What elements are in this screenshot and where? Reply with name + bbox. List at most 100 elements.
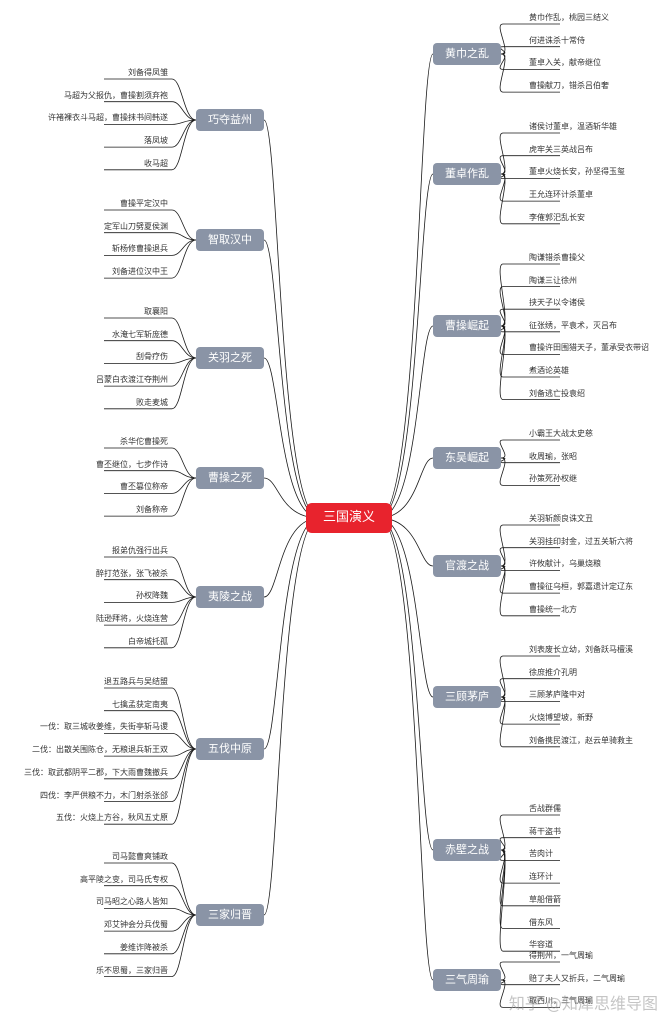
- leaf-topic[interactable]: 曹丕篡位称帝: [120, 482, 168, 492]
- leaf-topic[interactable]: 挟天子以令诸侯: [529, 298, 585, 308]
- leaf-topic[interactable]: 王允连环计杀董卓: [529, 190, 593, 200]
- leaf-topic[interactable]: 孙权降魏: [136, 591, 168, 601]
- leaf-topic[interactable]: 得荆州，一气周瑜: [529, 951, 593, 960]
- topic-right-2[interactable]: 曹操崛起: [433, 315, 501, 337]
- leaf-topic[interactable]: 高平陵之变，司马氏专权: [80, 874, 168, 884]
- leaf-topic[interactable]: 斩杨修曹操退兵: [112, 244, 168, 254]
- leaf-topic[interactable]: 报弟仇强行出兵: [112, 546, 168, 555]
- leaf-link-left-2-0: [104, 317, 197, 359]
- leaf-topic[interactable]: 煮酒论英雄: [529, 366, 569, 375]
- topic-right-5[interactable]: 三顾茅庐: [433, 686, 501, 708]
- leaf-topic[interactable]: 刘备进位汉中王: [112, 267, 168, 277]
- topic-left-4[interactable]: 夷陵之战: [196, 586, 264, 608]
- leaf-topic[interactable]: 孙策死孙权继: [529, 474, 577, 484]
- leaf-topic[interactable]: 草船借箭: [529, 894, 561, 904]
- leaf-topic[interactable]: 蒋干盗书: [529, 826, 561, 836]
- leaf-topic[interactable]: 一伐：取三城收姜维，失街亭斩马谡: [40, 722, 168, 732]
- leaf-topic[interactable]: 曹操统一北方: [529, 604, 577, 614]
- topic-left-0[interactable]: 巧夺益州: [196, 109, 264, 131]
- leaf-topic[interactable]: 二伐：出散关围陈仓，无粮退兵斩王双: [32, 745, 168, 755]
- leaf-topic[interactable]: 何进诛杀十常侍: [529, 35, 585, 45]
- leaf-topic[interactable]: 邓艾钟会分兵伐蜀: [104, 920, 168, 930]
- central-topic[interactable]: 三国演义: [306, 503, 392, 533]
- leaf-topic[interactable]: 取襄阳: [144, 307, 168, 316]
- topic-right-1[interactable]: 董卓作乱: [433, 163, 501, 185]
- leaf-topic[interactable]: 五伐：火烧上方谷，秋风五丈原: [56, 813, 168, 823]
- watermark: 知乎 @知犀思维导图: [508, 994, 658, 1013]
- leaf-topic[interactable]: 取西川，三气周瑜: [529, 996, 593, 1006]
- leaf-topic[interactable]: 董卓火烧长安，孙坚得玉玺: [529, 167, 625, 177]
- topic-left-2[interactable]: 关羽之死: [196, 347, 264, 369]
- leaf-topic[interactable]: 连环计: [529, 872, 553, 882]
- leaf-topic[interactable]: 马超为父报仇，曹操割须弃袍: [64, 90, 168, 100]
- leaf-topic[interactable]: 关羽斩颜良诛文丑: [529, 514, 593, 523]
- topic-right-0[interactable]: 黄巾之乱: [433, 43, 501, 65]
- leaf-topic[interactable]: 黄巾作乱，桃园三结义: [529, 13, 609, 22]
- topic-left-6[interactable]: 三家归晋: [196, 904, 264, 926]
- leaf-topic[interactable]: 李傕郭汜乱长安: [529, 212, 585, 222]
- leaf-topic[interactable]: 刘备逃亡投袁绍: [529, 388, 585, 398]
- leaf-topic[interactable]: 舌战群儒: [529, 804, 561, 813]
- leaf-link-right-1-1: [499, 155, 560, 175]
- leaf-topic[interactable]: 七擒孟获定南夷: [112, 699, 168, 709]
- leaf-topic[interactable]: 刘备称帝: [136, 505, 168, 515]
- leaf-topic[interactable]: 许攸献计，乌巢烧粮: [529, 559, 601, 569]
- leaf-link-right-1-0: [499, 132, 560, 175]
- leaf-topic[interactable]: 吕蒙白衣渡江夺荆州: [96, 375, 168, 385]
- topic-right-3[interactable]: 东吴崛起: [433, 447, 501, 469]
- leaf-topic[interactable]: 徐庶推介孔明: [529, 667, 577, 677]
- leaf-topic[interactable]: 陶谦错杀曹操父: [529, 253, 585, 262]
- leaf-topic[interactable]: 水淹七军斩庞德: [112, 329, 168, 339]
- leaf-topic[interactable]: 虎牢关三英战吕布: [529, 144, 593, 154]
- branch-link-left-0: [263, 119, 320, 519]
- leaf-topic[interactable]: 刮骨疗伤: [136, 352, 168, 362]
- leaf-topic[interactable]: 收马超: [144, 158, 168, 168]
- leaf-topic[interactable]: 火烧博望坡，新野: [529, 713, 593, 723]
- topic-right-7[interactable]: 三气周瑜: [433, 969, 501, 991]
- leaf-topic[interactable]: 刘备得凤雏: [128, 68, 168, 77]
- leaf-topic[interactable]: 收周瑜，张昭: [529, 451, 577, 461]
- leaf-topic[interactable]: 曹操征乌桓，郭嘉遗计定辽东: [529, 582, 633, 592]
- leaf-topic[interactable]: 诸侯讨董卓，温酒斩华雄: [529, 122, 617, 131]
- leaf-topic[interactable]: 司马懿曹爽铺政: [112, 852, 168, 861]
- topic-left-3[interactable]: 曹操之死: [196, 467, 264, 489]
- leaf-topic[interactable]: 征张绣，平袁术，灭吕布: [529, 320, 617, 330]
- leaf-topic[interactable]: 杀华佗曹操死: [120, 437, 168, 446]
- leaf-link-left-0-1: [104, 101, 197, 121]
- leaf-topic[interactable]: 曹操许田围猎天子，董承受衣带诏: [529, 343, 649, 353]
- leaf-topic[interactable]: 姜维诈降被杀: [120, 942, 168, 952]
- leaf-topic[interactable]: 退五路兵与吴结盟: [104, 677, 168, 686]
- leaf-topic[interactable]: 曹操平定汉中: [120, 199, 168, 208]
- leaf-topic[interactable]: 败走麦城: [136, 397, 168, 407]
- topic-right-4[interactable]: 官渡之战: [433, 555, 501, 577]
- leaf-topic[interactable]: 刘表废长立幼，刘备跃马檀溪: [529, 645, 633, 654]
- leaf-topic[interactable]: 白帝城托孤: [128, 636, 168, 646]
- leaf-topic[interactable]: 苦肉计: [529, 849, 553, 859]
- leaf-topic[interactable]: 乐不思蜀，三家归晋: [96, 965, 168, 975]
- leaf-topic[interactable]: 三伐：取武都阴平二郡，下大雨曹魏撤兵: [24, 767, 168, 777]
- leaf-topic[interactable]: 许褚裸衣斗马超，曹操抹书间韩遂: [48, 113, 168, 123]
- topic-right-6[interactable]: 赤壁之战: [433, 839, 501, 861]
- leaf-topic[interactable]: 刘备携民渡江，赵云单骑救主: [529, 735, 633, 745]
- leaf-topic[interactable]: 赔了夫人又折兵，二气周瑜: [529, 973, 625, 983]
- leaf-topic[interactable]: 醉打范张，张飞被杀: [96, 568, 168, 578]
- topic-left-1[interactable]: 智取汉中: [196, 229, 264, 251]
- leaf-link-right-2-3: [499, 325, 560, 333]
- leaf-topic[interactable]: 小霸王大战太史慈: [529, 429, 593, 438]
- leaf-topic[interactable]: 曹操献刀，错杀吕伯奢: [529, 81, 609, 91]
- leaf-topic[interactable]: 曹丕继位，七步作诗: [96, 459, 168, 469]
- leaf-topic[interactable]: 四伐：李严供粮不力，木门射杀张郃: [40, 790, 168, 800]
- topic-left-5[interactable]: 五伐中原: [196, 738, 264, 760]
- leaf-topic[interactable]: 三顾茅庐隆中对: [529, 690, 585, 700]
- leaf-topic[interactable]: 陆逊拜将，火烧连营: [96, 614, 168, 624]
- leaf-topic[interactable]: 陶谦三让徐州: [529, 275, 577, 285]
- leaf-topic[interactable]: 华容道: [529, 940, 553, 950]
- leaf-topic[interactable]: 董卓入关，献帝继位: [529, 58, 601, 68]
- branch-link-right-7: [378, 517, 434, 981]
- leaf-topic[interactable]: 落凤坡: [144, 136, 168, 146]
- leaf-link-left-3-1: [104, 470, 197, 479]
- leaf-topic[interactable]: 借东风: [529, 917, 553, 927]
- leaf-topic[interactable]: 司马昭之心路人皆知: [96, 897, 168, 907]
- leaf-topic[interactable]: 关羽挂印封金，过五关斩六将: [529, 536, 633, 546]
- leaf-topic[interactable]: 定军山刀劈夏侯渊: [104, 221, 168, 231]
